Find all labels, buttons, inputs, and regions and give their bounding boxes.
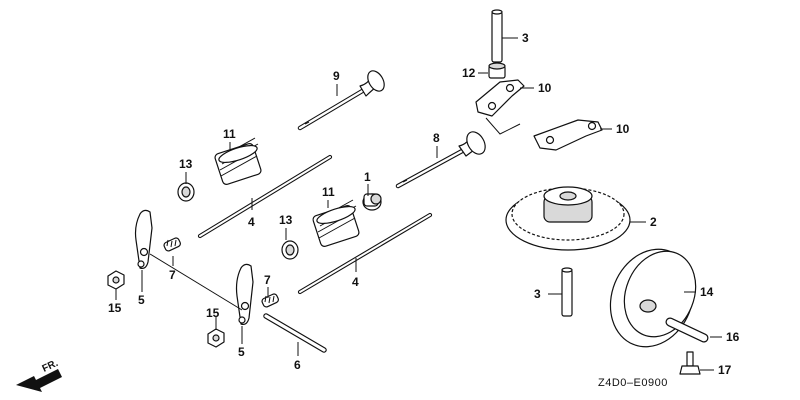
callout-17: 17 [718, 363, 732, 377]
collar [488, 62, 506, 79]
callout-7-right: 7 [264, 273, 271, 287]
rocker-arm-left [134, 209, 153, 269]
camshaft-gear [505, 186, 631, 251]
callout-1: 1 [364, 170, 371, 184]
callout-5-left: 5 [138, 293, 145, 307]
valve-stem-seal [362, 193, 382, 211]
governor-pin [665, 317, 709, 343]
callout-6: 6 [294, 358, 301, 372]
callout-2: 2 [650, 215, 657, 229]
valve-spring-lower [312, 199, 360, 247]
callout-15-left: 15 [108, 301, 122, 315]
callout-12: 12 [462, 66, 476, 80]
rocker-holder-lower [533, 119, 603, 151]
callout-13-upper: 13 [179, 157, 193, 171]
camshaft-pin [561, 267, 573, 317]
callout-10-upper: 10 [538, 81, 552, 95]
flange-bolt [679, 351, 701, 375]
rocker-pivot-left [163, 237, 181, 252]
rocker-shaft [263, 313, 327, 353]
spring-retainer-lower [281, 240, 299, 260]
intake-valve [395, 131, 486, 189]
callout-8: 8 [433, 131, 440, 145]
callout-4-upper: 4 [248, 215, 255, 229]
front-direction-arrow-icon [16, 369, 62, 392]
exhaust-valve [297, 70, 385, 131]
rocker-pivot-right [261, 293, 279, 308]
callout-labels: 1 2 3 3 4 4 5 5 6 7 7 8 9 10 10 11 11 12… [108, 31, 740, 377]
spring-retainer-upper [177, 182, 195, 202]
push-rod-upper [197, 154, 333, 239]
callout-4-lower: 4 [352, 275, 359, 289]
governor-disc [609, 248, 697, 348]
pivot-nut-right [207, 328, 225, 348]
callout-13-lower: 13 [279, 213, 293, 227]
callout-5-right: 5 [238, 345, 245, 359]
callout-16: 16 [726, 330, 740, 344]
pivot-nut-left [107, 270, 125, 290]
leader-lines [115, 37, 722, 371]
callout-7-left: 7 [169, 268, 176, 282]
callout-10-lower: 10 [616, 122, 630, 136]
callout-11-lower: 11 [322, 185, 335, 199]
push-rod-lower [297, 212, 433, 295]
callout-14: 14 [700, 285, 714, 299]
callout-11-upper: 11 [223, 127, 236, 141]
valve-spring-upper [214, 137, 262, 185]
callout-3-upper: 3 [522, 31, 529, 45]
callout-3-lower: 3 [534, 287, 541, 301]
rocker-holder-upper [475, 79, 525, 117]
rocker-arm-right [235, 263, 254, 325]
diagram-code: Z4D0–E0900 [598, 377, 668, 389]
callout-9: 9 [333, 69, 340, 83]
callout-15-right: 15 [206, 306, 220, 320]
camshaft-holder-pin [491, 9, 503, 63]
